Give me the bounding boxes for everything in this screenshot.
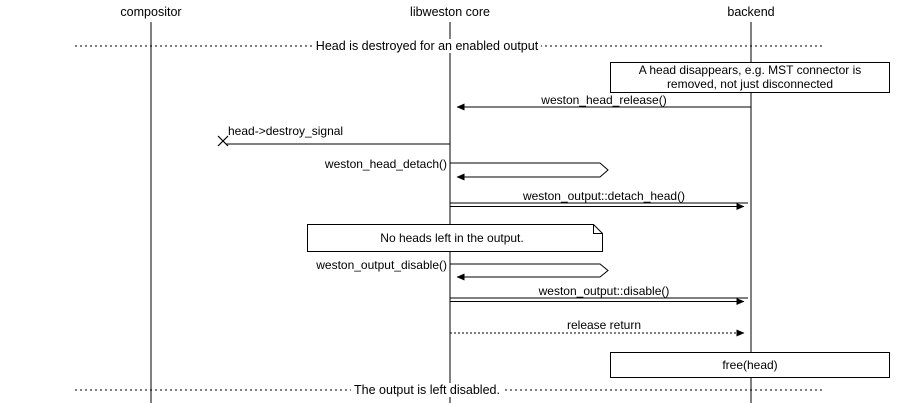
note-text-no-heads-left: No heads left in the output. (380, 231, 524, 245)
note-line-2: removed, not just disconnected (666, 77, 834, 91)
message-label-head-destroy-signal: head->destroy_signal (228, 124, 344, 138)
note-free-head-box (610, 352, 890, 378)
arrow-weston-output-detach-head (450, 202, 748, 211)
message-label-weston-output-disable: weston_output::disable() (538, 284, 670, 298)
message-label-release-return: release return (566, 318, 642, 332)
message-label-weston-head-release: weston_head_release() (541, 93, 667, 107)
actor-label-libweston-core: libweston core (410, 5, 490, 19)
arrow-head-destroy-signal (217, 135, 450, 147)
arrow-weston-output-disable-self (450, 263, 609, 281)
note-head-disappears-box (610, 62, 890, 93)
actor-label-compositor: compositor (120, 5, 182, 19)
note-line-1: A head disappears, e.g. MST connector is (638, 63, 862, 77)
arrow-weston-head-detach-self (450, 162, 609, 181)
arrow-weston-output-disable (450, 297, 748, 306)
message-label-weston-output-disable-self: weston_output_disable() (316, 258, 447, 272)
note-no-heads-left-box (307, 224, 603, 252)
message-label-weston-head-detach: weston_head_detach() (324, 157, 447, 171)
actor-label-backend: backend (727, 5, 775, 19)
note-text-head-disappears: A head disappears, e.g. MST connector is… (612, 63, 888, 91)
separator-label-top: Head is destroyed for an enabled output (312, 39, 542, 53)
message-label-weston-output-detach-head: weston_output::detach_head() (522, 189, 686, 203)
separator-label-bottom: The output is left disabled. (351, 383, 503, 397)
note-text-free-head: free(head) (722, 358, 778, 372)
